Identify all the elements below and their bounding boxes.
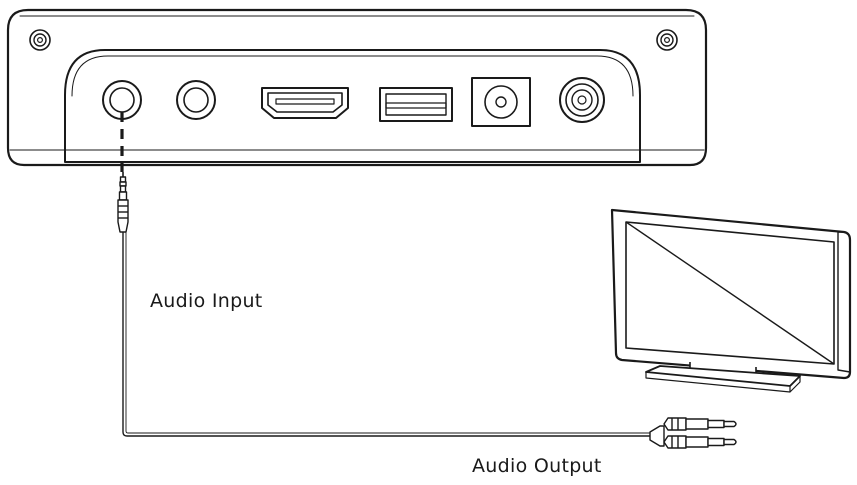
box-inner-panel xyxy=(64,49,641,163)
audio-input-label: Audio Input xyxy=(150,290,263,312)
audio-jack-plug-icon xyxy=(117,172,129,233)
audio-cable-inner xyxy=(125,232,650,434)
tv-screen-reflection xyxy=(625,221,835,365)
dc-power-port xyxy=(471,77,531,127)
box-inner-panel-edge xyxy=(71,55,634,97)
dual-rca-plug-icon xyxy=(649,417,737,449)
screw-left-icon xyxy=(29,29,51,51)
hdmi-port xyxy=(261,87,349,119)
av-port xyxy=(176,80,216,120)
antenna-port xyxy=(559,77,605,123)
usb-port xyxy=(379,87,453,122)
screw-right-icon xyxy=(656,29,678,51)
box-outer-body xyxy=(6,8,708,167)
set-top-box-rear-panel xyxy=(6,8,708,167)
audio-output-label: Audio Output xyxy=(472,455,602,477)
audio-cable xyxy=(122,232,650,437)
television-icon xyxy=(610,208,852,393)
